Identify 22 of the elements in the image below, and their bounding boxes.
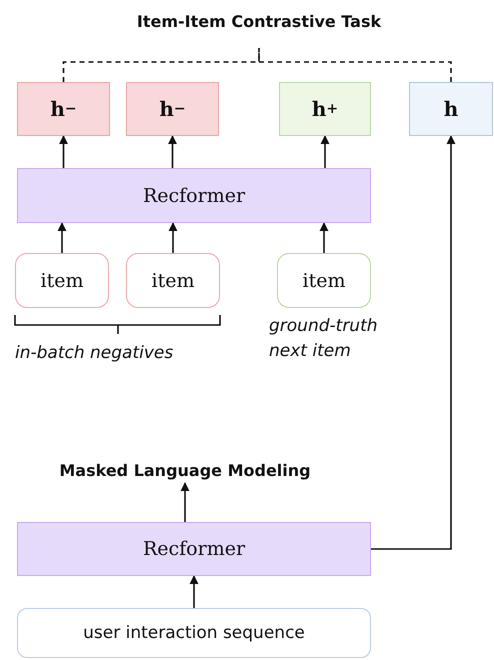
item-box: item [15,253,109,308]
arrow [320,222,328,253]
item-box: item [277,253,371,308]
item-box: item [126,253,220,308]
arrow [190,575,198,608]
heading-text: Item-Item Contrastive Task [100,8,418,34]
arrow [180,482,190,522]
arrow [168,222,178,253]
dashed-connector [62,48,260,82]
arrow [168,135,177,168]
encoder-box: Recformer [17,522,371,576]
group-label: in-batch negatives [15,343,174,363]
dashed-connector [258,48,452,82]
arrow [59,135,68,168]
arrow [58,222,66,253]
arrow [371,135,456,550]
encoder-box: Recformer [17,168,371,223]
caption-text: ground-truth next item [269,315,379,363]
embedding-box: h [409,82,493,136]
heading-text: Masked Language Modeling [20,457,350,483]
input-box: user interaction sequence [17,608,371,658]
arrow [320,135,330,168]
